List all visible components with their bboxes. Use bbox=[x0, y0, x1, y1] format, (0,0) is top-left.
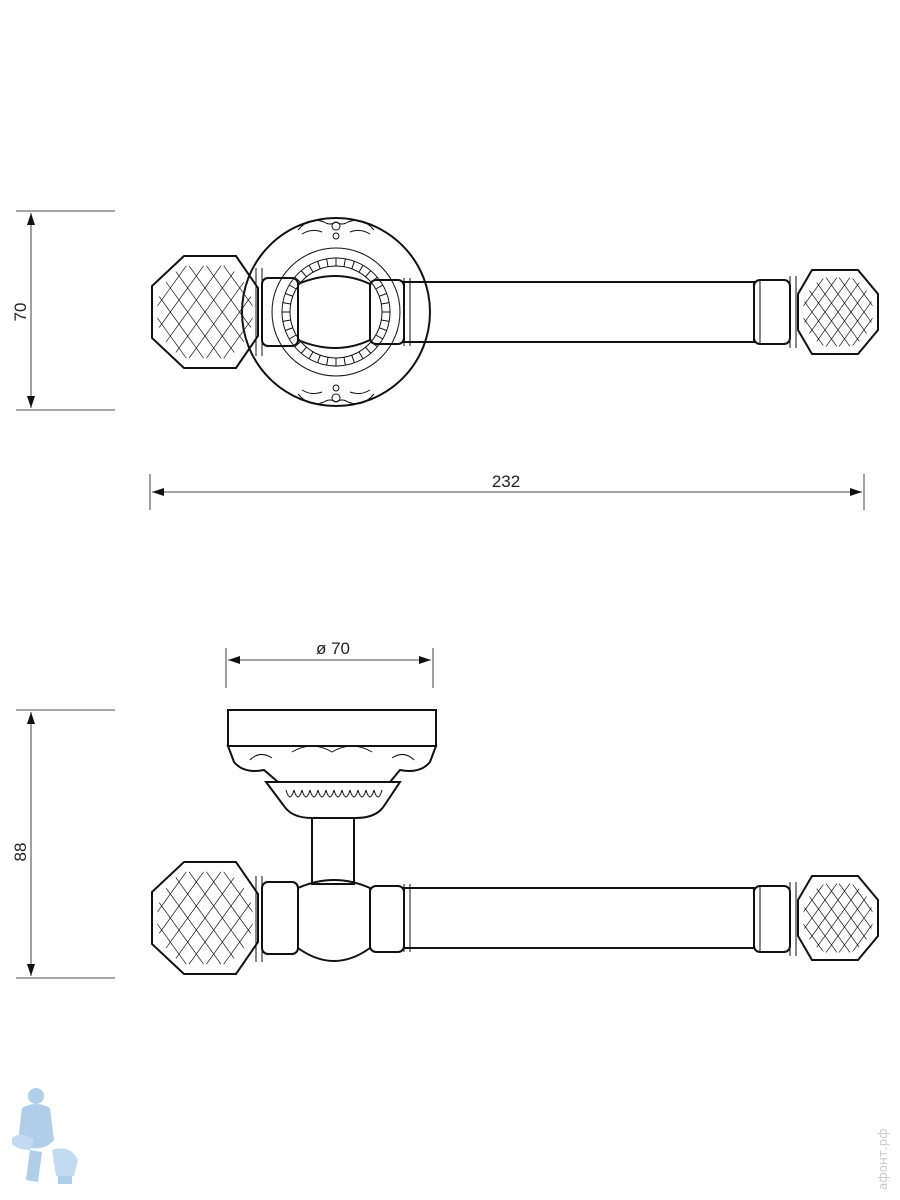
crystal-knob-right-side bbox=[797, 875, 879, 961]
wall-plate-round bbox=[241, 217, 431, 407]
dimension-label-diameter: ø 70 bbox=[316, 639, 350, 658]
wall-mount-side bbox=[226, 709, 438, 885]
holder-bar-side bbox=[255, 876, 797, 962]
dimension-length: 232 bbox=[149, 472, 865, 510]
dimension-height-top: 70 bbox=[11, 210, 115, 411]
crystal-knob-left-top bbox=[151, 255, 259, 369]
dimension-height-side: 88 bbox=[11, 709, 115, 979]
holder-bar-top bbox=[255, 268, 797, 356]
plumber-mascot-icon bbox=[12, 1088, 78, 1184]
watermark-text: афонт.рф bbox=[876, 1129, 890, 1190]
dimension-label-70: 70 bbox=[11, 303, 30, 322]
dimension-label-232: 232 bbox=[492, 472, 520, 491]
dimension-label-88: 88 bbox=[11, 843, 30, 862]
dimension-diameter: ø 70 bbox=[225, 639, 434, 688]
plate-fluting bbox=[282, 258, 390, 366]
crystal-knob-left-side bbox=[151, 861, 259, 975]
crystal-knob-right-top bbox=[797, 269, 879, 355]
mount-fluting bbox=[285, 789, 383, 798]
ornament-bottom bbox=[297, 384, 375, 405]
top-view: 70 bbox=[11, 210, 879, 510]
ornament-top bbox=[297, 219, 375, 240]
side-view: ø 70 88 bbox=[11, 639, 879, 979]
